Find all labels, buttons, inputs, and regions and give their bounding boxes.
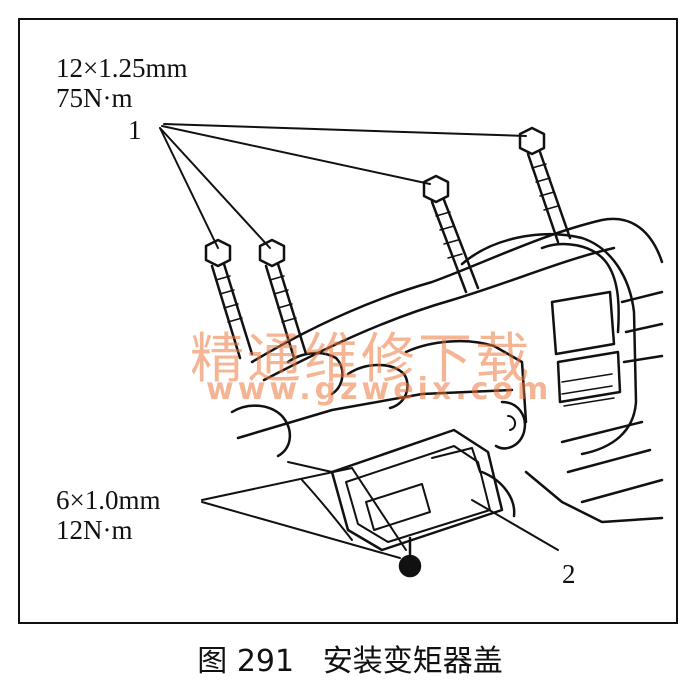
leader-line-2 (471, 499, 559, 551)
bolt-b (258, 238, 308, 360)
bolt2-spec-label: 6×1.0mm (56, 485, 161, 515)
bolt2-torque-label: 12N·m (56, 515, 133, 545)
watermark-text-cn: 精通维修下载 (190, 327, 532, 390)
bolt-c (422, 174, 480, 294)
figure-caption: 图 291 安装变矩器盖 (197, 644, 503, 679)
callout-2: 2 (562, 559, 576, 589)
bolt1-spec-label: 12×1.25mm (56, 53, 188, 83)
bolt1-torque-label: 75N·m (56, 83, 133, 113)
leader-lines-1 (159, 123, 527, 249)
watermark-url: www.gzweix.com (206, 372, 553, 407)
leader-lines-small (201, 467, 407, 559)
bolt-a (204, 238, 254, 360)
torque-converter-cover-drawing (159, 123, 664, 578)
figure-frame: 精通维修下载 www.gzweix.com 12×1.25mm 75N·m 1 … (18, 18, 678, 624)
bolt-d (518, 126, 572, 244)
transmission-housing (230, 217, 664, 524)
small-bolt (398, 536, 422, 578)
callout-1: 1 (128, 115, 142, 145)
